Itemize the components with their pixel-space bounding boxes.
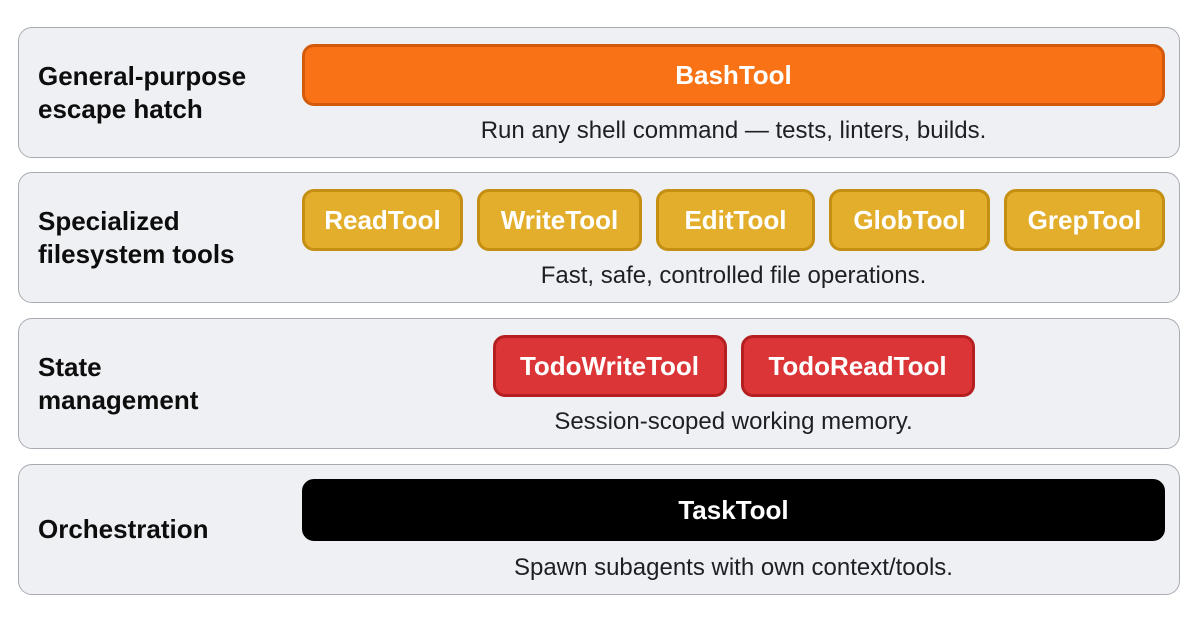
row-state-management: State management TodoWriteTool TodoReadT… xyxy=(18,318,1180,449)
todo-write-tool-box[interactable]: TodoWriteTool xyxy=(492,335,727,397)
edit-tool-box[interactable]: EditTool xyxy=(655,189,815,251)
task-tool-box[interactable]: TaskTool xyxy=(302,479,1165,541)
glob-tool-box[interactable]: GlobTool xyxy=(828,189,990,251)
row-label: General-purpose escape hatch xyxy=(38,60,247,124)
row-description: Spawn subagents with own context/tools. xyxy=(514,554,953,581)
read-tool-box[interactable]: ReadTool xyxy=(302,189,463,251)
tool-group: BashTool xyxy=(302,44,1165,108)
tool-group: TodoWriteTool TodoReadTool xyxy=(302,335,1165,399)
row-description: Run any shell command — tests, linters, … xyxy=(480,117,987,144)
row-description: Session-scoped working memory. xyxy=(554,408,913,435)
grep-tool-box[interactable]: GrepTool xyxy=(1003,189,1165,251)
tool-group: TaskTool xyxy=(302,479,1165,543)
row-label: Specialized filesystem tools xyxy=(38,205,235,269)
bash-tool-box[interactable]: BashTool xyxy=(302,44,1165,106)
row-filesystem-tools: Specialized filesystem tools ReadTool Wr… xyxy=(18,172,1180,303)
write-tool-box[interactable]: WriteTool xyxy=(477,189,642,251)
todo-read-tool-box[interactable]: TodoReadTool xyxy=(740,335,975,397)
row-escape-hatch: General-purpose escape hatch BashTool Ru… xyxy=(18,27,1180,158)
row-orchestration: Orchestration TaskTool Spawn subagents w… xyxy=(18,464,1180,595)
tool-group: ReadTool WriteTool EditTool GlobTool Gre… xyxy=(302,189,1165,253)
row-description: Fast, safe, controlled file operations. xyxy=(540,262,927,289)
row-label: State management xyxy=(38,351,199,415)
row-label: Orchestration xyxy=(38,514,209,544)
